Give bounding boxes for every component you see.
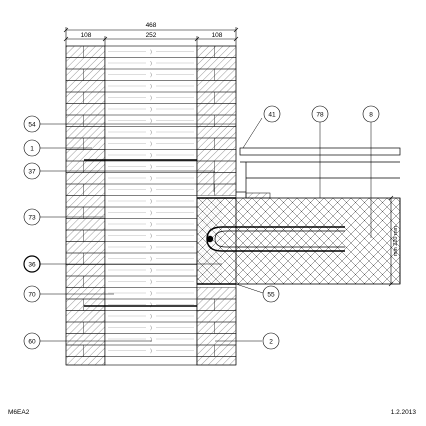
svg-text:41: 41: [268, 112, 276, 119]
svg-text:54: 54: [28, 122, 36, 129]
svg-text:73: 73: [28, 215, 36, 222]
svg-text:70: 70: [28, 292, 36, 299]
callout-54: 54: [23, 115, 41, 133]
callout-37: 37: [23, 162, 41, 180]
drawing-code: M6EA2: [8, 409, 30, 416]
svg-text:): ): [150, 211, 152, 217]
svg-text:): ): [150, 188, 152, 194]
wall-right-leaf: [196, 45, 237, 366]
callout-2: 2: [262, 332, 280, 350]
drawing-date: 1.2.2013: [391, 409, 417, 416]
callout-70: 70: [23, 285, 41, 303]
svg-text:): ): [150, 176, 152, 182]
callout-41: 41: [263, 105, 281, 123]
callout-1: 1: [23, 139, 41, 157]
svg-text:): ): [150, 130, 152, 136]
svg-text:): ): [150, 257, 152, 263]
svg-text:55: 55: [267, 292, 275, 299]
svg-text:): ): [150, 234, 152, 240]
svg-text:): ): [150, 291, 152, 297]
callout-8: 8: [362, 105, 380, 123]
callouts-right: 55 2: [262, 285, 280, 350]
callout-73: 73: [23, 208, 41, 226]
svg-text:): ): [150, 107, 152, 113]
svg-text:): ): [150, 268, 152, 274]
svg-text:): ): [150, 153, 152, 159]
wall-left-leaf: [65, 45, 106, 366]
floor-slab: [196, 197, 401, 285]
svg-text:): ): [150, 96, 152, 102]
dim-left-leaf: 108: [81, 32, 92, 39]
svg-text:60: 60: [28, 339, 36, 346]
callout-36: 36: [23, 255, 41, 273]
svg-text:): ): [150, 73, 152, 79]
dimension-chain: 468 108 252 108: [63, 22, 239, 46]
svg-text:): ): [150, 222, 152, 228]
slab-height-label: min 220 mm: [393, 225, 399, 256]
svg-text:2: 2: [269, 339, 273, 346]
reinforcement: [206, 226, 345, 252]
svg-text:): ): [150, 61, 152, 67]
callout-60: 60: [23, 332, 41, 350]
callout-78: 78: [311, 105, 329, 123]
svg-text:): ): [150, 326, 152, 332]
svg-text:78: 78: [316, 112, 324, 119]
svg-text:8: 8: [369, 112, 373, 119]
callout-55: 55: [262, 285, 280, 303]
svg-text:): ): [150, 50, 152, 56]
svg-text:1: 1: [30, 146, 34, 153]
svg-text:): ): [150, 84, 152, 90]
svg-text:): ): [150, 314, 152, 320]
svg-text:): ): [150, 165, 152, 171]
svg-text:): ): [150, 349, 152, 355]
leader-lines: [40, 117, 372, 342]
callouts-left: 54 1 37 73 36 70 60: [23, 115, 41, 350]
dim-right-leaf: 108: [212, 32, 223, 39]
svg-text:): ): [150, 280, 152, 286]
svg-text:): ): [150, 119, 152, 125]
svg-text:): ): [150, 337, 152, 343]
svg-text:37: 37: [28, 169, 36, 176]
dim-total: 468: [146, 22, 157, 29]
slab-height-dimension: min 220 mm: [388, 195, 399, 287]
svg-text:36: 36: [28, 262, 36, 269]
callouts-top: 41 78 8: [263, 105, 380, 123]
svg-text:): ): [150, 245, 152, 251]
svg-text:): ): [150, 199, 152, 205]
svg-text:): ): [150, 142, 152, 148]
dim-core: 252: [146, 32, 157, 39]
